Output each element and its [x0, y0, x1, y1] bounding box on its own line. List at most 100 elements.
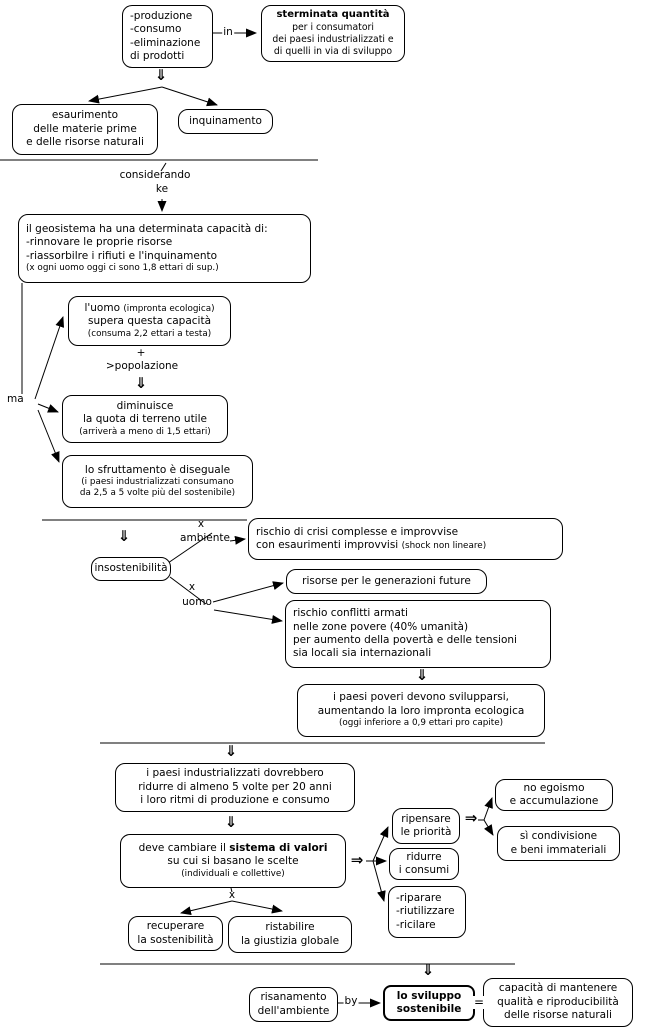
node-text: i paesi industrializzati dovrebbero — [146, 767, 324, 780]
link-label-popolazione[interactable]: >popolazione — [105, 360, 179, 372]
node-recuperare-sostenibilita[interactable]: recuperare la sostenibilità — [128, 916, 223, 951]
node-esaurimento[interactable]: esaurimento delle materie prime e delle … — [12, 104, 158, 155]
node-risorse-future[interactable]: risorse per le generazioni future — [286, 569, 487, 594]
node-inquinamento[interactable]: inquinamento — [178, 109, 273, 134]
node-text: le priorità — [400, 826, 452, 838]
node-text: dell'ambiente — [257, 1004, 330, 1017]
node-text: e accumulazione — [509, 795, 599, 807]
arrow-to-esaurimento — [88, 86, 163, 104]
arrow-to-inquinamento — [161, 86, 218, 107]
node-ridurre-consumi[interactable]: ridurre i consumi — [389, 848, 459, 880]
node-capacita-mantenere[interactable]: capacità di mantenere qualità e riproduc… — [483, 978, 633, 1027]
node-text: rischio conflitti armati — [293, 607, 408, 620]
node-text: sì condivisione — [519, 830, 598, 843]
node-text: lo sviluppo — [396, 989, 462, 1002]
node-note: da 2,5 a 5 volte più del sostenibile) — [79, 488, 236, 499]
node-text: capacità di mantenere — [498, 982, 618, 995]
node-text: dei paesi industrializzati e — [272, 33, 394, 45]
node-text: con esaurimenti improvvisi (shock non li… — [256, 539, 487, 551]
node-insostenibilita[interactable]: insostenibilità — [91, 557, 171, 581]
double-right-arrow-icon: ⇒ — [350, 851, 364, 869]
double-down-arrow-icon: ⇓ — [154, 66, 168, 84]
node-text: sostenibile — [396, 1003, 462, 1015]
node-note: (i paesi industrializzati consumano — [81, 476, 234, 487]
link-label-plus: + — [136, 347, 146, 359]
arrow-ma-uomo — [34, 316, 65, 400]
node-note: (individuali e collettive) — [181, 868, 285, 879]
node-uomo-impronta[interactable]: l'uomo (impronta ecologica) supera quest… — [68, 296, 231, 346]
node-text: la quota di terreno utile — [83, 413, 207, 426]
node-ristabilire-giustizia[interactable]: ristabilire la giustizia globale — [228, 916, 352, 953]
node-riparare-riutilizzare[interactable]: -riparare -riutilizzare -ricilare — [388, 886, 466, 938]
node-no-egoismo[interactable]: no egoismo e accumulazione — [495, 779, 613, 811]
node-text: su cui si basano le scelte — [167, 855, 299, 868]
arrow-ripensare-condivisione — [483, 819, 494, 836]
node-text: lo sfruttamento è diseguale — [84, 463, 231, 476]
double-down-arrow-icon: ⇓ — [117, 527, 131, 545]
node-text: i consumi — [398, 864, 450, 876]
node-text: per aumento della povertà e delle tensio… — [293, 634, 517, 646]
node-text: ridurre di almeno 5 volte per 20 anni — [138, 780, 332, 793]
node-title: sterminata quantità — [276, 9, 390, 21]
arrow-x-ristabilire — [231, 900, 283, 914]
node-text: risorse per le generazioni future — [302, 574, 471, 587]
double-down-arrow-icon: ⇓ — [415, 666, 429, 684]
node-diminuisce[interactable]: diminuisce la quota di terreno utile (ar… — [62, 395, 228, 443]
arrow-ma-diminuisce — [37, 403, 59, 413]
node-text: -consumo — [130, 23, 182, 36]
node-note: (x ogni uomo oggi ci sono 1,8 ettari di … — [26, 263, 219, 274]
arrow-ripensare-noegoismo — [483, 797, 493, 821]
arrow-x-recuperare — [180, 900, 233, 916]
node-produzione-consumo[interactable]: -produzione -consumo -eliminazione di pr… — [122, 5, 213, 68]
node-rischio-crisi[interactable]: rischio di crisi complesse e improvvise … — [248, 518, 563, 560]
node-text: di quelli in via di sviluppo — [273, 45, 393, 57]
node-ripensare-priorita[interactable]: ripensare le priorità — [392, 808, 460, 844]
link-label-ambiente[interactable]: ambiente — [180, 532, 230, 544]
node-text: e beni immateriali — [510, 843, 607, 856]
node-text: no egoismo — [523, 781, 585, 794]
node-conflitti-armati[interactable]: rischio conflitti armati nelle zone pove… — [285, 600, 551, 668]
arrow-ma-sfruttamento — [37, 409, 60, 463]
node-risanamento-ambiente[interactable]: risanamento dell'ambiente — [249, 987, 338, 1022]
node-paesi-industrializzati[interactable]: i paesi industrializzati dovrebbero ridu… — [115, 763, 355, 812]
arrow-uomo-risorse — [212, 581, 284, 603]
node-note: (arriverà a meno di 1,5 ettari) — [79, 426, 211, 437]
node-note: (oggi inferiore a 0,9 ettari pro capite) — [338, 718, 504, 729]
link-label-uomo[interactable]: uomo — [182, 596, 212, 608]
node-text: delle risorse naturali — [504, 1009, 612, 1022]
node-text: recuperare — [146, 920, 205, 933]
node-text: i paesi poveri devono svilupparsi, — [332, 691, 510, 704]
link-label-considerando[interactable]: considerando — [119, 169, 191, 181]
link-label-in[interactable]: in — [222, 26, 234, 39]
node-text: esaurimento — [51, 109, 119, 122]
node-paesi-poveri[interactable]: i paesi poveri devono svilupparsi, aumen… — [297, 684, 545, 737]
link-label-x-uomo: x — [188, 581, 196, 593]
link-label-x-scelte: x — [228, 889, 236, 901]
node-geosistema[interactable]: il geosistema ha una determinata capacit… — [18, 214, 311, 283]
node-text: ridurre — [406, 850, 442, 863]
node-text: -riparare — [396, 891, 442, 904]
link-label-ke[interactable]: ke — [155, 183, 169, 195]
node-text: per i consumatori — [292, 22, 374, 34]
link-label-ma[interactable]: ma — [6, 393, 25, 406]
node-sfruttamento[interactable]: lo sfruttamento è diseguale (i paesi ind… — [62, 455, 253, 508]
link-label-equals: = — [472, 995, 486, 1010]
node-text: -rinnovare le proprie risorse — [26, 236, 173, 249]
node-text: deve cambiare il sistema di valori — [138, 841, 328, 854]
arrow-valori-riparare — [372, 860, 386, 902]
node-sistema-valori[interactable]: deve cambiare il sistema di valori su cu… — [120, 834, 346, 888]
arrow-valori-ripensare — [372, 826, 389, 862]
double-down-arrow-icon: ⇓ — [134, 374, 148, 392]
node-text: diminuisce — [116, 399, 174, 412]
node-sviluppo-sostenibile[interactable]: lo sviluppo sostenibile — [383, 985, 475, 1021]
double-down-arrow-icon: ⇓ — [421, 961, 435, 979]
node-text: la giustizia globale — [240, 934, 340, 947]
node-text: -ricilare — [396, 918, 436, 931]
arrow-uomo-conflitti — [213, 609, 283, 624]
node-text: inquinamento — [189, 114, 262, 127]
double-right-arrow-icon: ⇒ — [464, 809, 478, 827]
link-label-by[interactable]: by — [343, 995, 359, 1008]
node-text: delle materie prime — [33, 122, 137, 135]
node-sterminata-quantita[interactable]: sterminata quantità per i consumatori de… — [261, 5, 405, 62]
node-condivisione[interactable]: sì condivisione e beni immateriali — [497, 826, 620, 861]
